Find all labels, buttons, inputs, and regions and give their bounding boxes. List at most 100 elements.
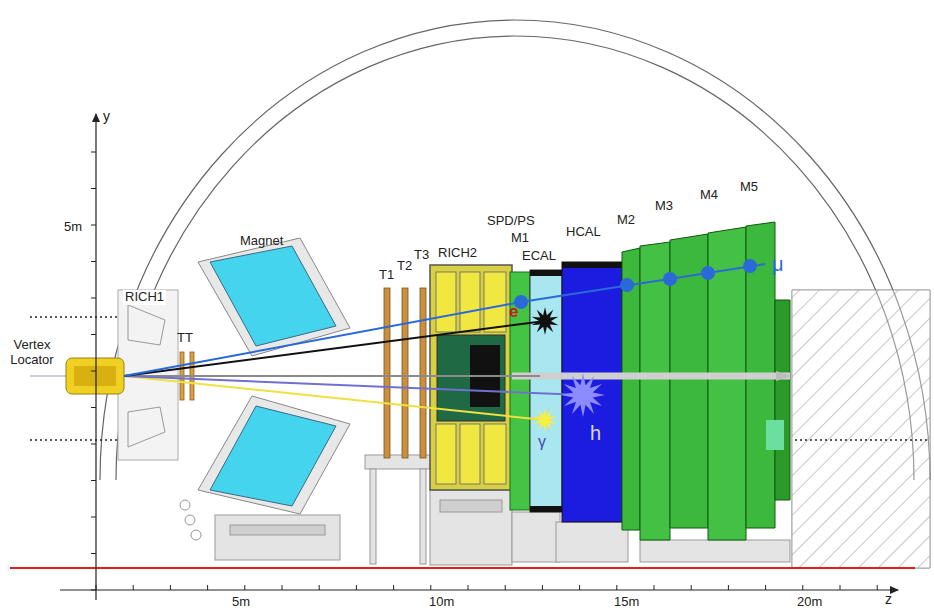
axis-tick bbox=[877, 585, 878, 590]
axis-tick bbox=[468, 585, 469, 590]
muon-hits bbox=[663, 272, 677, 286]
muon-stations bbox=[766, 420, 784, 450]
rich2-detector bbox=[430, 265, 512, 490]
particle-label: h bbox=[590, 422, 601, 445]
rich2-detector bbox=[436, 272, 456, 332]
magnet-yoke bbox=[210, 246, 336, 346]
muon-hits bbox=[743, 259, 757, 273]
axis-tick bbox=[282, 585, 283, 590]
cavern-hatch bbox=[792, 290, 930, 568]
beam-pipe bbox=[512, 373, 790, 380]
axis-label: z bbox=[885, 591, 892, 607]
axis-tick bbox=[393, 585, 394, 590]
axis-tick bbox=[244, 585, 245, 590]
muon-stations bbox=[640, 242, 670, 540]
axes bbox=[60, 114, 898, 600]
magnet-coils bbox=[198, 396, 350, 514]
axis-tick bbox=[91, 334, 96, 335]
cavern-hatch bbox=[792, 290, 930, 568]
acceptance-dotted-lines bbox=[795, 439, 930, 441]
support-structures bbox=[640, 540, 790, 562]
rich1-detector bbox=[128, 305, 165, 345]
tracking-stations bbox=[420, 288, 426, 458]
muon-station-m1 bbox=[510, 272, 530, 510]
part-label: M5 bbox=[740, 180, 758, 195]
vertex-locator bbox=[66, 358, 124, 394]
muon-hits bbox=[701, 266, 715, 280]
rich2-detector bbox=[460, 424, 480, 484]
axes bbox=[95, 114, 96, 600]
particle-label: e bbox=[509, 302, 518, 322]
part-label: SPD/PS bbox=[487, 214, 535, 229]
particle-tracks bbox=[124, 321, 545, 376]
axis-tick bbox=[765, 585, 766, 590]
support-structures bbox=[191, 530, 201, 540]
particle-tracks bbox=[124, 264, 765, 376]
part-label: M4 bbox=[700, 188, 718, 203]
ecal-block bbox=[530, 270, 562, 512]
particle-label: γ bbox=[538, 433, 546, 451]
hcal-block bbox=[562, 262, 622, 522]
support-structures bbox=[420, 469, 426, 564]
rich2-detector bbox=[430, 265, 512, 490]
part-label: RICH2 bbox=[438, 246, 477, 261]
shower-star bbox=[561, 373, 605, 417]
part-label: HCAL bbox=[566, 225, 601, 240]
axis-tick bbox=[356, 585, 357, 590]
part-label: Vertex Locator bbox=[0, 338, 64, 368]
part-label: M2 bbox=[617, 213, 635, 228]
part-label: Magnet bbox=[240, 234, 283, 249]
tracking-stations bbox=[402, 288, 408, 458]
part-label: T2 bbox=[397, 259, 412, 274]
support-structures bbox=[430, 490, 512, 565]
axis-tick bbox=[91, 298, 96, 299]
axis-tick bbox=[91, 444, 96, 445]
support-structures bbox=[180, 500, 190, 510]
shower-star bbox=[532, 307, 559, 335]
part-label: TT bbox=[177, 331, 193, 346]
axis-tick bbox=[91, 407, 96, 408]
tick-label: 20m bbox=[797, 595, 822, 610]
tracking-stations bbox=[384, 288, 390, 458]
floor-line bbox=[10, 568, 915, 569]
axis-tick bbox=[91, 188, 96, 189]
shower-stars bbox=[532, 307, 605, 432]
axis-tick bbox=[91, 371, 96, 372]
ecal-block bbox=[530, 270, 562, 276]
ecal-block bbox=[530, 270, 562, 512]
axis-tick bbox=[91, 261, 96, 262]
support-structures bbox=[215, 515, 340, 560]
axis-tick bbox=[430, 585, 431, 590]
axis-label: y bbox=[103, 108, 110, 124]
rich2-detector bbox=[437, 335, 505, 421]
rich2-detector bbox=[436, 424, 456, 484]
part-label: T3 bbox=[414, 248, 429, 263]
hcal-block bbox=[562, 262, 622, 522]
axis-tick bbox=[91, 553, 96, 554]
part-label: RICH1 bbox=[123, 290, 166, 305]
axis-tick bbox=[840, 585, 841, 590]
axis-tick bbox=[542, 585, 543, 590]
axis-tick bbox=[616, 585, 617, 590]
axis-tick bbox=[91, 480, 96, 481]
axis-tick bbox=[319, 585, 320, 590]
part-label: M1 bbox=[511, 231, 529, 246]
support-structures bbox=[556, 522, 628, 562]
muon-hits bbox=[514, 259, 757, 309]
muon-stations bbox=[775, 300, 790, 500]
axes bbox=[60, 589, 898, 590]
axis-tick bbox=[96, 585, 97, 590]
part-label: M3 bbox=[655, 199, 673, 214]
cavern-hatch bbox=[792, 290, 930, 568]
hcal-block bbox=[562, 262, 622, 268]
axis-tick bbox=[654, 585, 655, 590]
magnet-yoke bbox=[210, 406, 336, 506]
tick-label: 10m bbox=[429, 595, 454, 610]
rich2-detector bbox=[484, 272, 506, 332]
support-structures bbox=[512, 512, 560, 562]
particle-tracks bbox=[124, 264, 765, 420]
vertex-locator bbox=[74, 366, 116, 386]
